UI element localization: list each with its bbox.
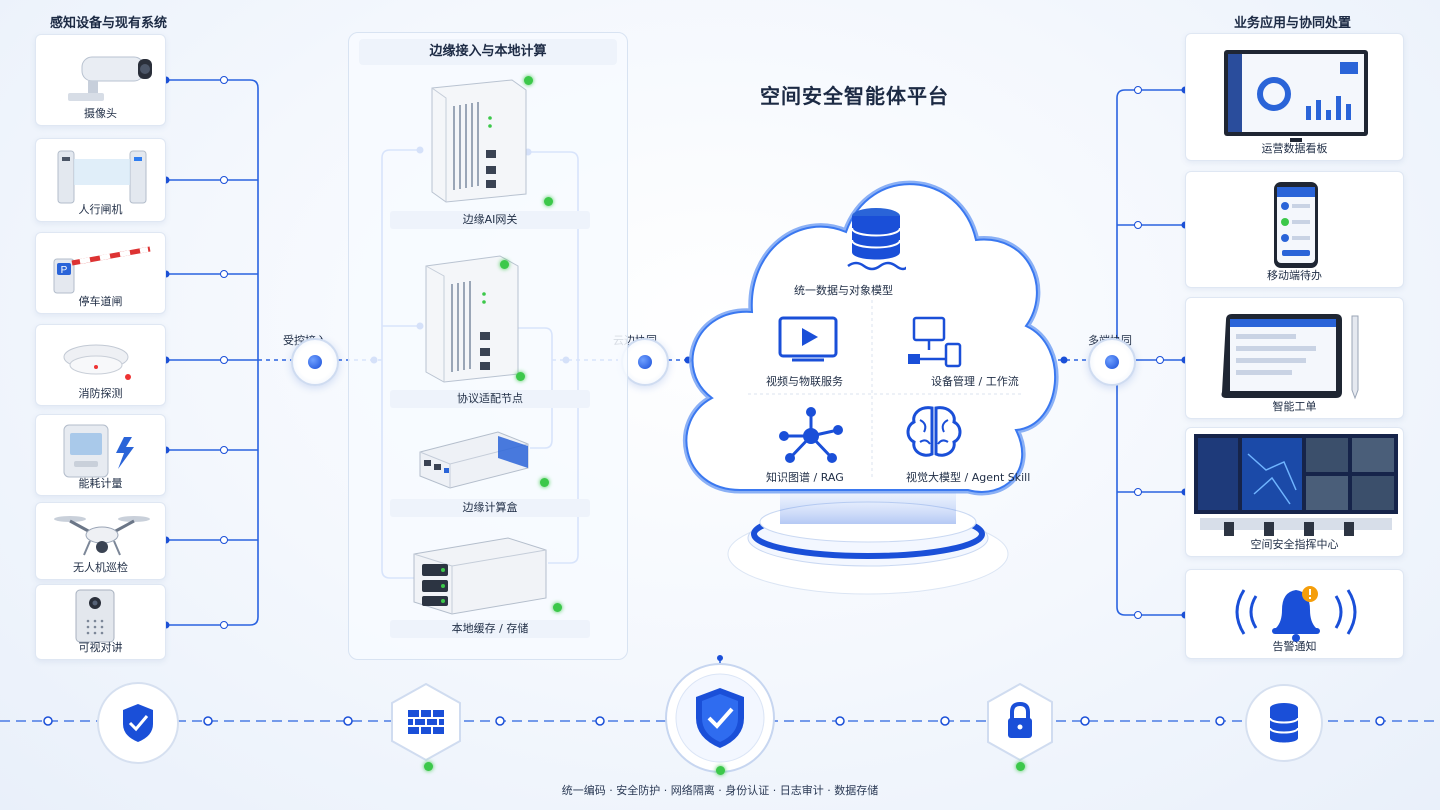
video-intercom-icon	[75, 589, 115, 643]
right-column-title: 业务应用与协同处置	[1234, 16, 1352, 31]
left-column-title: 感知设备与现有系统	[50, 16, 168, 31]
device-card-energy[interactable]: 能耗计量	[35, 414, 166, 496]
mobile-phone-icon	[1274, 182, 1318, 268]
app-label: 空间安全指挥中心	[1250, 538, 1339, 551]
security-shield-icon[interactable]	[664, 662, 776, 774]
knowledge-graph-icon	[779, 407, 843, 463]
edge-device-label: 本地缓存 / 存储	[390, 620, 590, 638]
edge-compute-box-icon	[419, 431, 529, 489]
device-card-camera[interactable]: 摄像头	[35, 34, 166, 126]
smoke-detector-icon	[63, 344, 131, 380]
status-led	[544, 197, 553, 206]
energy-meter-icon	[63, 424, 134, 478]
cloud-label: 视频与物联服务	[766, 375, 843, 388]
status-led	[1016, 762, 1025, 771]
svg-text:P: P	[61, 265, 68, 276]
hub-core-icon	[308, 355, 322, 369]
device-card-drone[interactable]: 无人机巡检	[35, 502, 166, 580]
firewall-icon[interactable]	[386, 682, 466, 762]
turnstile-gate-icon	[57, 150, 147, 204]
device-label: 人行闸机	[78, 203, 123, 216]
status-led	[424, 762, 433, 771]
device-label: 停车道闸	[78, 295, 123, 308]
edge-device-label: 边缘计算盒	[390, 499, 590, 517]
edge-device-label: 协议适配节点	[390, 390, 590, 408]
parking-barrier-icon: P	[53, 246, 151, 294]
device-label: 摄像头	[84, 107, 117, 120]
device-card-parking[interactable]: P 停车道闸	[35, 232, 166, 314]
app-card-command-center[interactable]: 空间安全指挥中心	[1185, 427, 1404, 557]
device-label: 可视对讲	[78, 641, 123, 654]
alarm-bell-icon	[1235, 586, 1357, 642]
device-workflow-icon	[908, 316, 962, 368]
lock-icon[interactable]	[984, 682, 1056, 762]
app-card-workorder[interactable]: 智能工单	[1185, 297, 1404, 419]
tablet-icon	[1221, 314, 1359, 400]
video-play-icon	[778, 316, 838, 362]
device-label: 无人机巡检	[73, 561, 128, 574]
app-label: 智能工单	[1272, 400, 1317, 413]
storage-icon[interactable]	[1244, 680, 1324, 766]
platform-title: 空间安全智能体平台	[760, 84, 949, 108]
command-center-icon	[1194, 434, 1398, 536]
cloud-label: 知识图谱 / RAG	[766, 471, 844, 484]
app-card-dashboard[interactable]: 运营数据看板	[1185, 33, 1404, 161]
device-card-fire[interactable]: 消防探测	[35, 324, 166, 406]
cloud-label: 统一数据与对象模型	[794, 284, 893, 297]
edge-device-label: 边缘AI网关	[390, 211, 590, 229]
device-label: 能耗计量	[78, 477, 123, 490]
multi-terminal-hub[interactable]	[1088, 338, 1136, 386]
app-label: 告警通知	[1272, 640, 1317, 653]
cloud-edge-hub[interactable]	[621, 338, 669, 386]
app-card-mobile[interactable]: 移动端待办	[1185, 171, 1404, 288]
dashboard-monitor-icon	[1224, 50, 1368, 142]
cloud-label: 视觉大模型 / Agent Skill	[906, 471, 1031, 484]
edge-ai-gateway-icon	[431, 79, 527, 203]
status-led	[540, 478, 549, 487]
local-storage-icon	[413, 537, 547, 615]
protocol-adapter-icon	[425, 255, 519, 383]
controlled-access-hub[interactable]	[291, 338, 339, 386]
edge-panel-title: 边缘接入与本地计算	[359, 39, 617, 65]
drone-icon	[54, 516, 150, 556]
app-label: 运营数据看板	[1261, 142, 1328, 155]
device-card-turnstile[interactable]: 人行闸机	[35, 138, 166, 222]
app-label: 移动端待办	[1267, 269, 1322, 282]
status-led	[553, 603, 562, 612]
footer-capabilities: 统一编码 · 安全防护 · 网络隔离 · 身份认证 · 日志审计 · 数据存储	[561, 784, 879, 797]
shield-check-icon[interactable]	[95, 680, 181, 766]
database-icon	[847, 208, 906, 271]
status-led	[716, 766, 725, 775]
cloud-label: 设备管理 / 工作流	[931, 375, 1019, 388]
status-led	[516, 372, 525, 381]
status-led	[500, 260, 509, 269]
hub-core-icon	[1105, 355, 1119, 369]
cloud-platform	[682, 180, 1059, 595]
hub-core-icon	[638, 355, 652, 369]
status-led	[524, 76, 533, 85]
ai-brain-icon	[906, 406, 962, 457]
device-card-intercom[interactable]: 可视对讲	[35, 584, 166, 660]
cctv-camera-icon	[68, 56, 152, 101]
device-label: 消防探测	[78, 387, 123, 400]
app-card-alert[interactable]: 告警通知	[1185, 569, 1404, 659]
